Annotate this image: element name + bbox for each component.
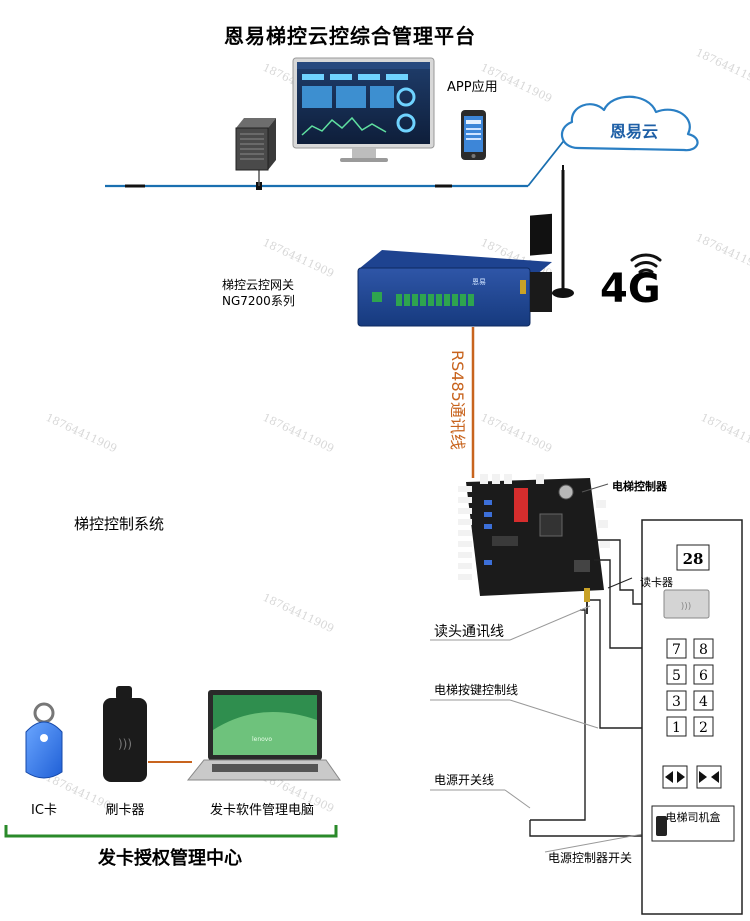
gateway-name: 梯控云控网关 (222, 278, 294, 292)
floor-button-label: 6 (699, 668, 708, 684)
operator-box-label: 电梯司机盒 (666, 810, 721, 824)
cloud-icon: 恩易云 (561, 95, 699, 152)
watermark: 18764411909 (694, 231, 750, 275)
issuing-center-bracket (4, 825, 338, 838)
server-icon (235, 118, 276, 171)
floor-button[interactable] (666, 690, 687, 711)
elevator-panel: 28 读卡器 ))) 7 8 5 6 3 4 1 2 (640, 519, 743, 915)
floor-button[interactable] (693, 690, 714, 711)
app-label: APP应用 (447, 79, 498, 95)
floor-button[interactable] (666, 716, 687, 737)
power-controller-switch-label: 电源控制器开关 (548, 851, 632, 865)
svg-text:))): ))) (118, 737, 132, 751)
cloud-label: 恩易云 (610, 122, 658, 141)
controller-label: 电梯控制器 (612, 479, 668, 493)
floor-button[interactable] (693, 638, 714, 659)
door-close-icon (699, 771, 719, 783)
ic-card-icon (25, 702, 63, 779)
gateway-model: NG7200系列 (222, 294, 295, 308)
phone-icon (461, 110, 486, 160)
reader-comm-label: 读头通讯线 (434, 623, 504, 640)
svg-text:lenovo: lenovo (252, 736, 272, 743)
floor-display: 28 (683, 550, 704, 568)
floor-button-label: 2 (699, 720, 708, 736)
watermark: 18764411909 (694, 46, 750, 90)
floor-button[interactable] (666, 664, 687, 685)
floor-button-label: 8 (699, 642, 708, 658)
issuing-center-title: 发卡授权管理中心 (97, 847, 242, 869)
floor-button-label: 7 (672, 642, 681, 658)
network-label: 4G (600, 266, 661, 312)
door-close-button[interactable] (696, 765, 722, 789)
ic-card-label: IC卡 (31, 803, 57, 818)
floor-button-label: 4 (699, 694, 708, 710)
watermark: 18764411909 (44, 411, 119, 455)
floor-button[interactable] (693, 664, 714, 685)
floor-button[interactable] (693, 716, 714, 737)
watermark: 18764411909 (261, 591, 336, 635)
card-reader-icon: ))) (103, 686, 147, 782)
platform-title: 恩易梯控云控综合管理平台 (224, 24, 476, 48)
wiring (529, 539, 667, 837)
pc-label: 发卡软件管理电脑 (210, 802, 314, 818)
floor-button-label: 5 (672, 668, 681, 684)
laptop-icon: lenovo (186, 690, 341, 781)
system-label: 梯控控制系统 (74, 515, 164, 533)
button-control-label: 电梯按键控制线 (434, 683, 518, 697)
watermark: 18764411909 (699, 411, 750, 455)
elevator-controller-board (458, 474, 610, 614)
4g-icon: 4G (600, 253, 662, 312)
floor-button[interactable] (666, 638, 687, 659)
power-switch[interactable] (656, 816, 667, 836)
watermark: 18764411909 (479, 411, 554, 455)
door-open-icon (665, 771, 685, 783)
rs485-label: RS485通讯线 (448, 350, 467, 450)
svg-text:))): ))) (681, 602, 692, 612)
door-open-button[interactable] (662, 765, 688, 789)
floor-button-label: 3 (672, 694, 681, 710)
network-line (105, 137, 567, 190)
gateway-device: 恩易 (357, 213, 552, 327)
svg-text:恩易: 恩易 (472, 278, 486, 286)
watermark: 18764411909 (261, 411, 336, 455)
monitor-icon (292, 57, 435, 162)
reader-label: 读卡器 (640, 575, 673, 589)
floor-button-label: 1 (672, 720, 681, 736)
wire-leaders (430, 605, 655, 853)
power-switch-label: 电源开关线 (434, 773, 494, 787)
card-reader-label: 刷卡器 (105, 803, 144, 818)
watermark: 18764411909 (261, 236, 336, 280)
